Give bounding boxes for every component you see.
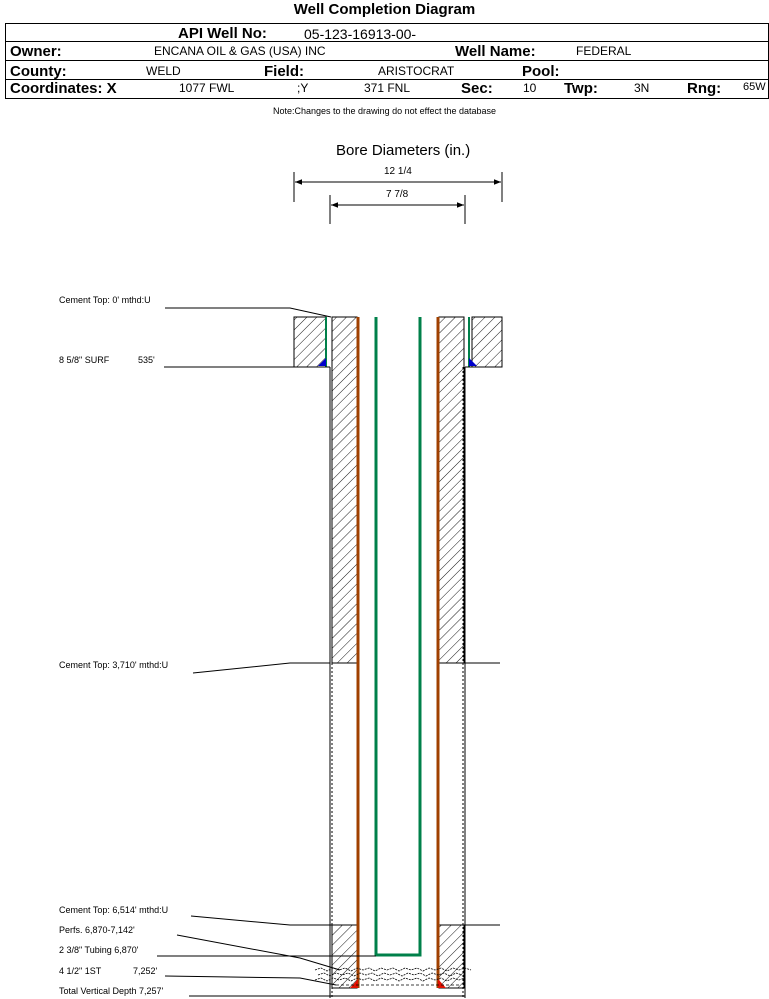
coordinate-y-label: ;Y xyxy=(297,81,309,95)
surface-cement xyxy=(293,316,503,368)
perforations-label: Perfs. 6,870-7,142' xyxy=(59,925,135,935)
pool-label: Pool: xyxy=(522,63,560,80)
owner-value: ENCANA OIL & GAS (USA) INC xyxy=(154,44,326,58)
production-cement-upper xyxy=(331,316,465,664)
twp-value: 3N xyxy=(634,81,650,95)
production-casing-label: 4 1/2" 1ST xyxy=(59,966,102,976)
production-casing-depth: 7,252' xyxy=(133,966,158,976)
sec-value: 10 xyxy=(523,81,537,95)
county-label: County: xyxy=(10,63,67,80)
field-value: ARISTOCRAT xyxy=(378,64,455,78)
surface-casing xyxy=(318,317,477,367)
diagram-title: Well Completion Diagram xyxy=(293,1,476,18)
rng-label: Rng: xyxy=(687,80,722,97)
production-hole-walls xyxy=(294,366,502,998)
bore-diameters-title: Bore Diameters (in.) xyxy=(336,142,471,159)
note-text: Note:Changes to the drawing do not effec… xyxy=(273,106,496,116)
api-row: API Well No: 05-123-16913-00- xyxy=(5,23,769,42)
county-row: County: WELD Field: ARISTOCRAT Pool: xyxy=(5,60,769,80)
production-casing xyxy=(350,317,446,988)
tubing-label: 2 3/8" Tubing 6,870' xyxy=(59,945,139,955)
rng-value: 65W xyxy=(743,81,766,93)
bore-dimension-inner xyxy=(329,195,466,224)
owner-label: Owner: xyxy=(10,43,62,60)
well-name-label: Well Name: xyxy=(455,43,536,60)
well-name-value: FEDERAL xyxy=(576,44,632,58)
api-value: 05-123-16913-00- xyxy=(304,26,417,42)
api-label: API Well No: xyxy=(178,25,267,42)
cement-top-lower-label: Cement Top: 6,514' mthd:U xyxy=(59,905,169,915)
bore-dimension-outer xyxy=(293,172,503,202)
twp-label: Twp: xyxy=(564,80,598,97)
bore-inner-label: 7 7/8 xyxy=(386,189,409,200)
bore-outer-label: 12 1/4 xyxy=(384,166,412,177)
surface-casing-label: 8 5/8" SURF xyxy=(59,355,110,365)
coordinates-label: Coordinates: X xyxy=(10,80,117,97)
county-value: WELD xyxy=(146,64,181,78)
leader-lines xyxy=(157,307,500,997)
surface-casing-depth: 535' xyxy=(138,355,155,365)
coordinate-y-value: 371 FNL xyxy=(364,81,411,95)
coordinate-x-value: 1077 FWL xyxy=(179,81,235,95)
field-label: Field: xyxy=(264,63,304,80)
perforations xyxy=(314,967,472,986)
cement-top-middle-label: Cement Top: 3,710' mthd:U xyxy=(59,660,169,670)
coordinates-row: Coordinates: X 1077 FWL ;Y 371 FNL Sec: … xyxy=(5,79,769,99)
cement-top-surface-label: Cement Top: 0' mthd:U xyxy=(59,295,151,305)
sec-label: Sec: xyxy=(461,80,493,97)
total-depth-label: Total Vertical Depth 7,257' xyxy=(59,986,164,996)
owner-row: Owner: ENCANA OIL & GAS (USA) INC Well N… xyxy=(5,41,769,61)
tubing xyxy=(374,317,422,957)
